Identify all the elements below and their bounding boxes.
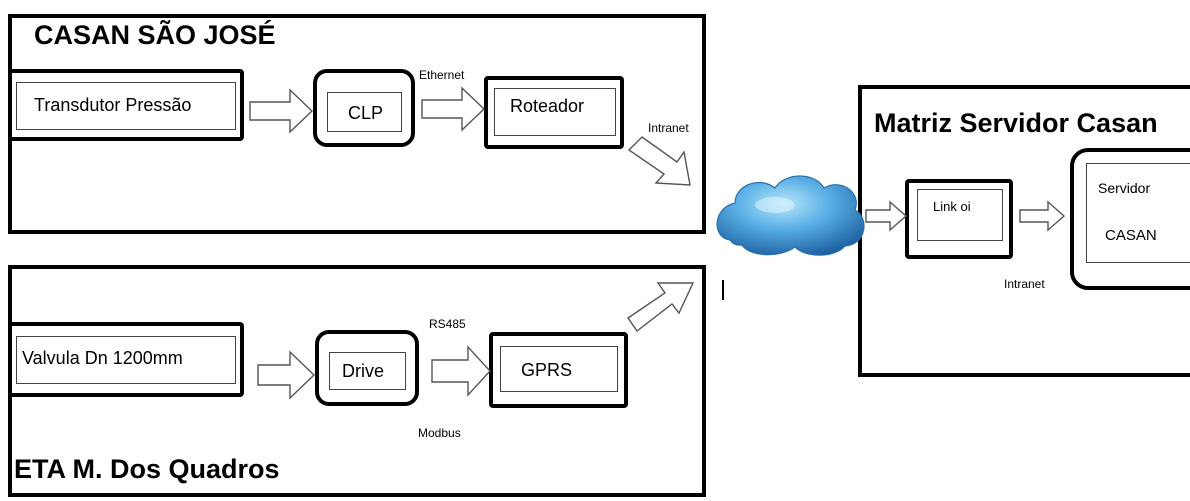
valvula-label: Valvula Dn 1200mm [22,348,183,368]
transdutor-inner [16,82,236,130]
arrow-clp-to-roteador [421,86,486,132]
casan-label: CASAN [1105,227,1157,244]
drive-inner [329,352,406,390]
servidor-inner [1086,163,1190,263]
drive-label: Drive [342,361,385,381]
panel-title-sao-jose: CASAN SÃO JOSÉ [34,20,276,50]
panel-title-matriz: Matriz Servidor Casan [874,108,1158,138]
text-cursor [722,280,724,300]
cloud-icon [716,175,865,256]
rs485-label: RS485 [429,317,466,331]
intranet-label-matriz: Intranet [1004,277,1045,291]
arrow-intranet-sao-jose [627,136,691,186]
arrow-transdutor-to-clp [249,88,314,134]
transdutor-label: Transdutor Pressão [34,95,192,115]
arrow-valvula-to-drive [257,350,316,400]
servidor-label: Servidor [1098,180,1151,196]
arrow-gprs-to-cloud [627,282,695,333]
panel-title-eta: ETA M. Dos Quadros [14,454,280,484]
arrow-link-to-servidor [1019,200,1066,232]
gprs-inner [500,346,618,392]
arrow-drive-to-gprs [431,345,491,397]
roteador-inner [494,88,616,136]
arrow-cloud-to-link [865,200,908,232]
ethernet-label: Ethernet [419,68,465,82]
gprs-label: GPRS [521,360,573,380]
link-oi-inner [917,189,1003,241]
valvula-inner [16,336,236,384]
modbus-label: Modbus [418,426,461,440]
link-oi-label: Link oi [933,199,971,214]
intranet-label-sao-jose: Intranet [648,121,689,135]
clp-inner [327,92,402,132]
clp-label: CLP [348,103,384,123]
roteador-label: Roteador [510,96,585,116]
